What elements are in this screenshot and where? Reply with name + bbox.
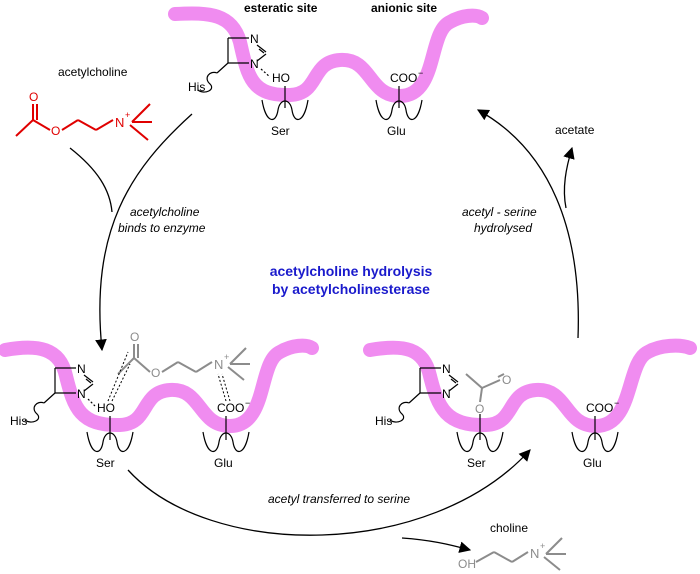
bound-n: N	[214, 357, 223, 372]
acetyl-serine	[465, 373, 505, 440]
enzyme-acylated: N N His O O Ser COO − Glu	[363, 338, 697, 470]
glutamate-charge: −	[245, 398, 250, 408]
glutamate-coo: COO	[586, 401, 613, 415]
his-n-lower: N	[250, 57, 259, 71]
serine-ho: HO	[97, 401, 115, 415]
glutamate-charge: −	[418, 68, 423, 78]
binds-step-line2: binds to enzyme	[118, 221, 206, 235]
his-n-lower: N	[77, 387, 86, 401]
anionic-site-label: anionic site	[371, 1, 437, 15]
serine-backbone	[456, 431, 504, 452]
his-n-upper: N	[250, 32, 259, 46]
enzyme-strand	[0, 338, 319, 434]
choline-release-arrow	[401, 537, 472, 553]
binding-arrow	[95, 113, 193, 352]
his-label: His	[10, 414, 27, 428]
his-n-lower: N	[442, 387, 451, 401]
his-label: His	[375, 414, 392, 428]
choline-label: choline	[490, 521, 528, 535]
acetylcholine-label: acetylcholine	[58, 65, 128, 79]
histidine-ring	[197, 37, 271, 93]
glutamate-backbone	[375, 99, 423, 120]
ser-label: Ser	[467, 456, 486, 470]
ser-label: Ser	[96, 456, 115, 470]
glu-label: Glu	[214, 456, 233, 470]
interaction-lines	[107, 351, 231, 402]
enzyme-top: esteratic site anionic site N N His HO S…	[168, 1, 489, 138]
acetate-label: acetate	[555, 123, 595, 137]
choline-charge: +	[540, 541, 545, 551]
his-n-upper: N	[442, 362, 451, 376]
acetylcholine-ester-o: O	[51, 124, 60, 138]
glu-label: Glu	[583, 456, 602, 470]
binding-arrow-feed	[69, 147, 113, 213]
binds-step-line1: acetylcholine	[130, 205, 200, 219]
transfer-step-label: acetyl transferred to serine	[268, 492, 410, 506]
choline-n: N	[530, 546, 539, 561]
acetyl-o-carbonyl: O	[502, 373, 511, 387]
his-label: His	[188, 80, 205, 94]
ser-label: Ser	[271, 124, 290, 138]
acetate-release-arrow	[563, 146, 575, 209]
transfer-arrow	[127, 449, 531, 536]
glutamate-backbone	[571, 431, 619, 452]
choline-oh: OH	[458, 557, 476, 571]
hydrolysed-step-line1: acetyl - serine	[462, 205, 537, 219]
glutamate-backbone	[202, 431, 250, 452]
acetylcholine-n: N	[115, 115, 124, 130]
serine-backbone	[86, 431, 134, 452]
diagram-title-line1: acetylcholine hydrolysis	[270, 263, 433, 279]
bound-acetylcholine	[117, 344, 250, 381]
hydrolysed-step-line2: hydrolysed	[474, 221, 532, 235]
serine-backbone	[261, 99, 309, 120]
enzyme-strand	[168, 6, 489, 104]
glutamate-charge: −	[614, 398, 619, 408]
serine-ho: HO	[272, 71, 290, 85]
enzyme-strand	[363, 338, 697, 434]
choline-molecule: choline OH N +	[458, 521, 566, 571]
his-n-upper: N	[77, 362, 86, 376]
enzyme-bound: N N His HO Ser COO − Glu O O N +	[0, 330, 319, 470]
bound-carbonyl-o: O	[130, 330, 139, 344]
bound-charge: +	[224, 352, 229, 362]
hydrolysis-arrow	[476, 109, 579, 339]
glutamate-coo: COO	[390, 71, 417, 85]
diagram-title-line2: by acetylcholinesterase	[272, 281, 430, 297]
acetylcholine-molecule: acetylcholine O O N +	[15, 65, 152, 141]
acetylcholine-carbonyl-o: O	[29, 90, 38, 104]
acetyl-o-ester: O	[475, 402, 484, 416]
acetylcholine-charge: +	[125, 110, 130, 120]
bound-ester-o: O	[151, 366, 160, 380]
glu-label: Glu	[387, 124, 406, 138]
glutamate-coo: COO	[217, 401, 244, 415]
esteratic-site-label: esteratic site	[244, 1, 318, 15]
